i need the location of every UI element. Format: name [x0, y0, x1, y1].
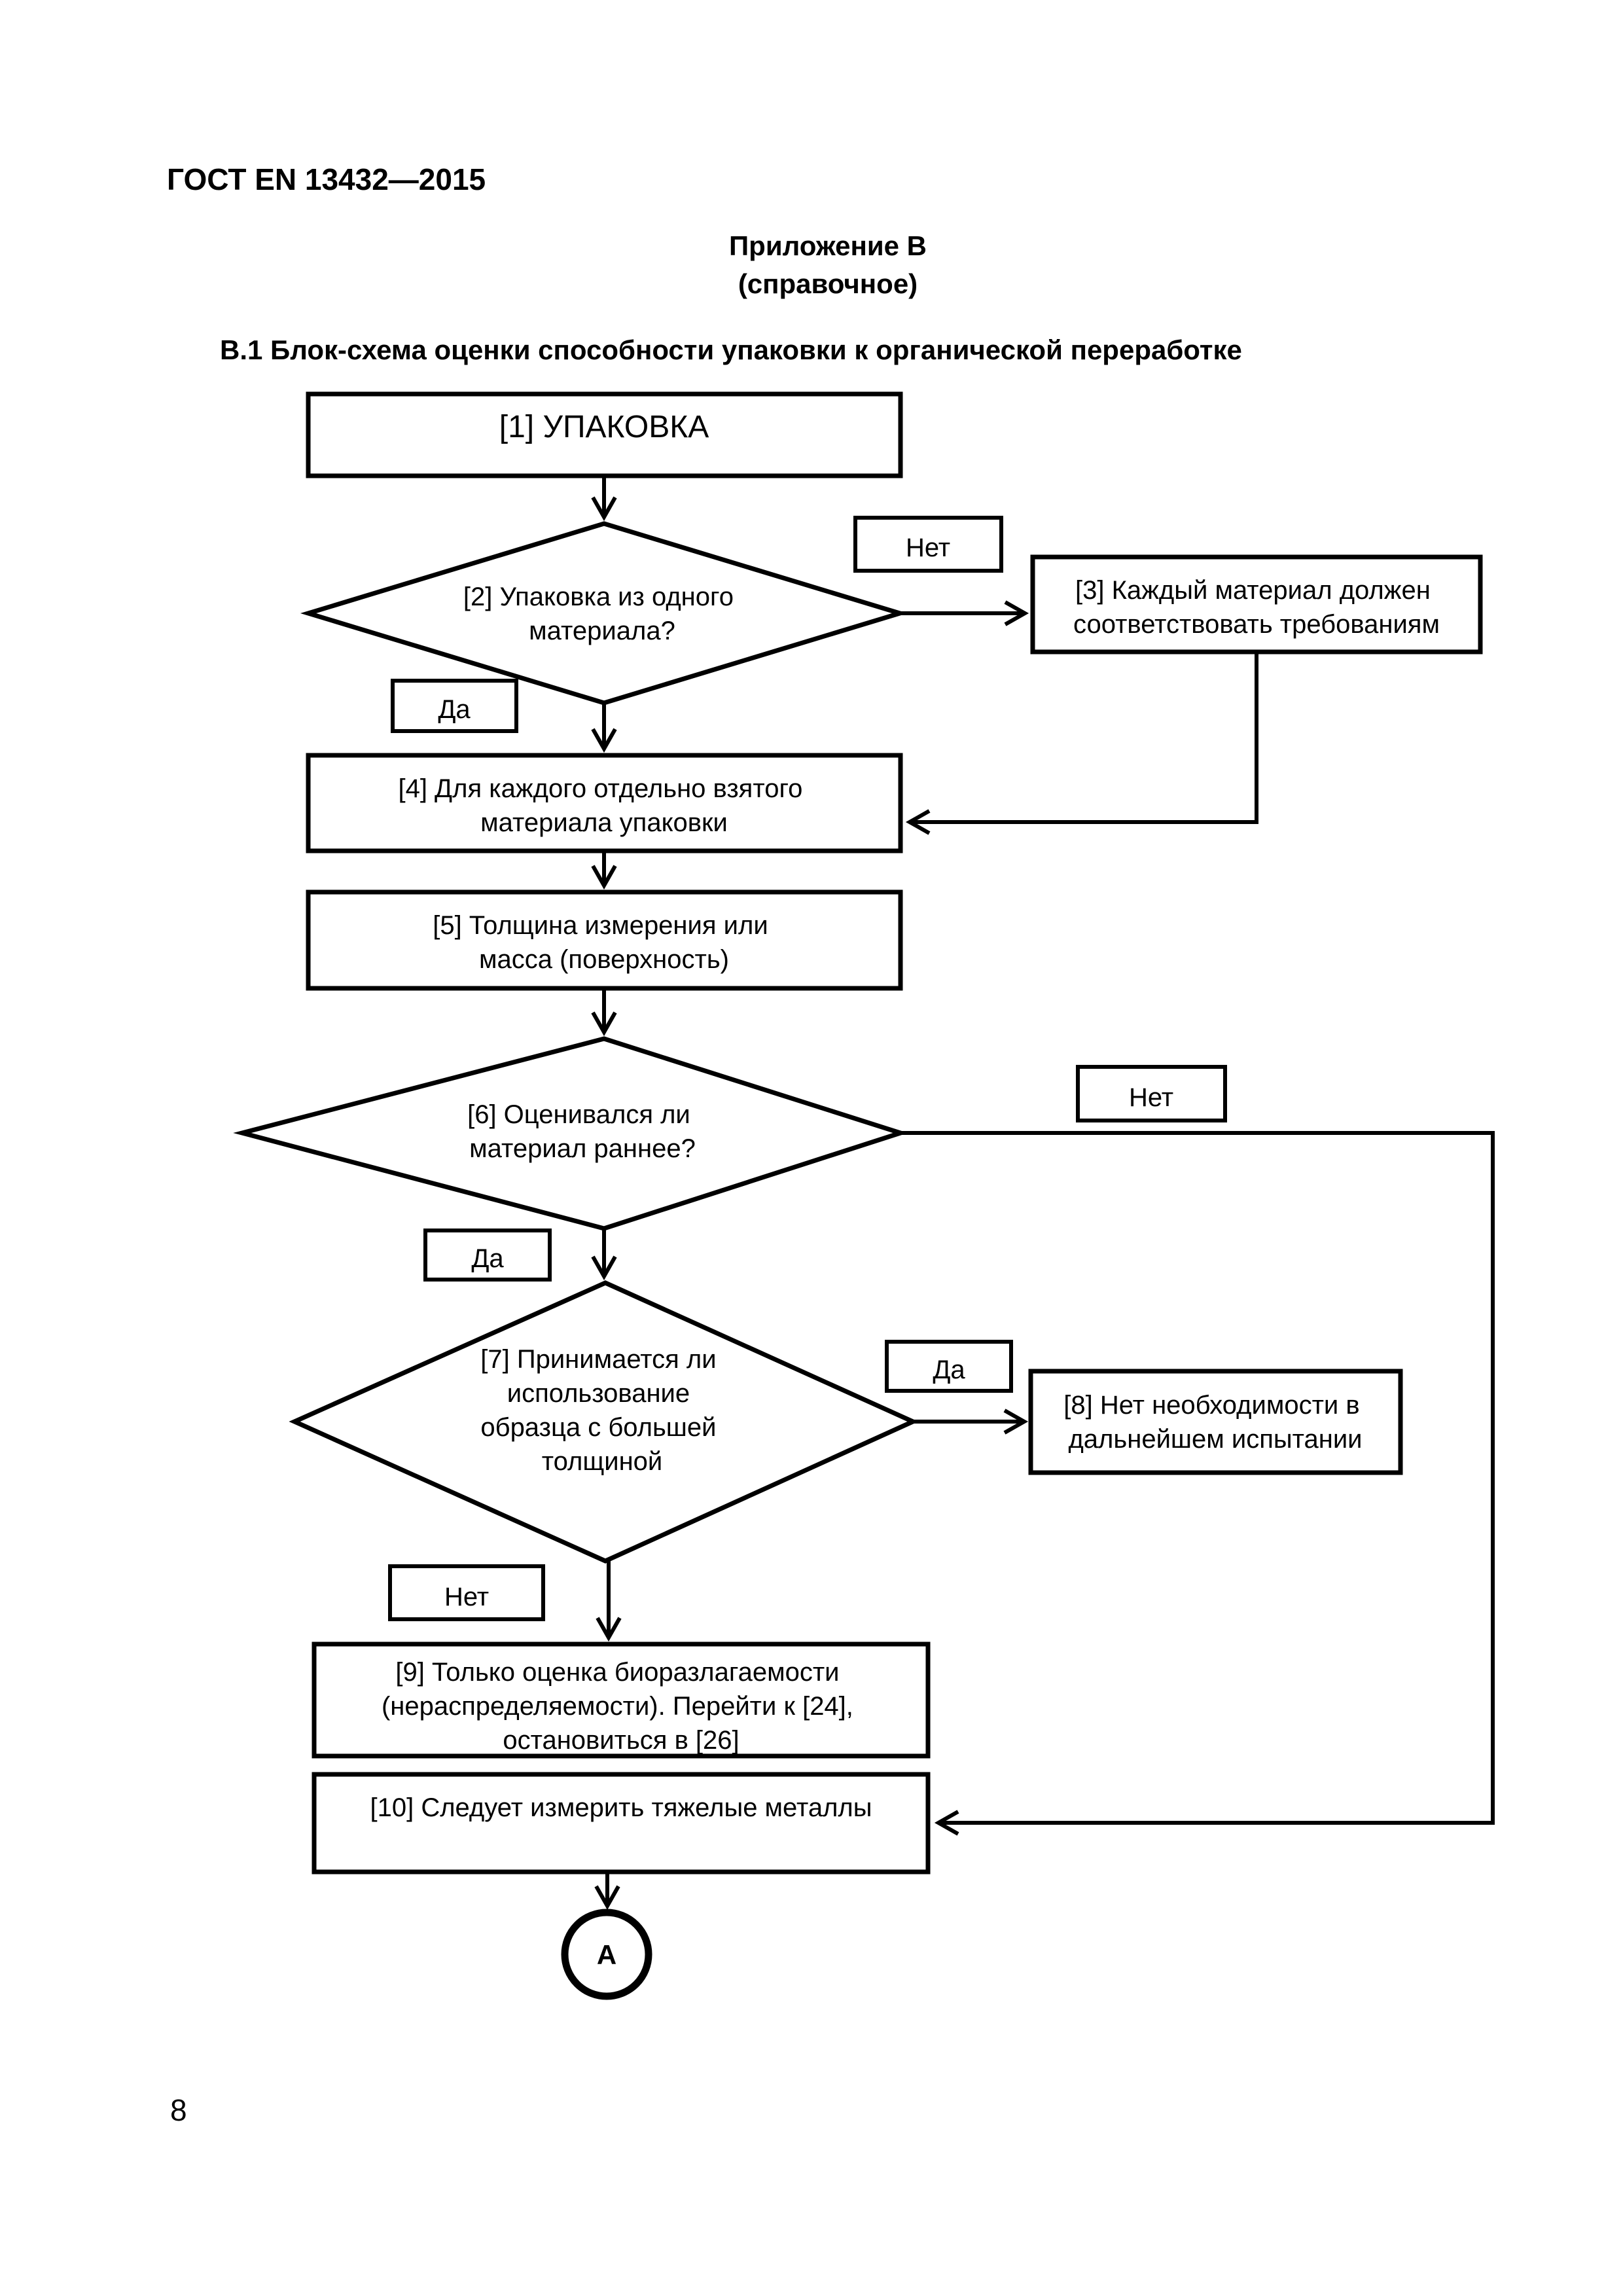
node-1-label: [1] УПАКОВКА [499, 410, 709, 444]
node-7-line-1: [7] Принимается ли [480, 1345, 716, 1374]
node-7-line-2: использование [507, 1379, 690, 1408]
branch-label-no-3-box [388, 1564, 545, 1621]
node-2-label: [2] Упаковка из одного материала? [463, 583, 741, 645]
branch-label-yes-2-box [423, 1229, 552, 1282]
node-4-line-2: материала упаковки [480, 808, 728, 837]
branch-label-no-2: Нет [1129, 1083, 1173, 1112]
branch-label-yes-1-box [391, 679, 518, 733]
node-6-line-1: [6] Оценивался ли [467, 1100, 690, 1129]
terminator-circle [561, 1909, 652, 2000]
node-8-box [1028, 1369, 1403, 1475]
node-6-line-2: материал раннее? [469, 1134, 696, 1163]
node-5-box [306, 889, 903, 991]
node-8-label: [8] Нет необходимости в дальнейшем испыт… [1063, 1391, 1367, 1454]
node-2-line-2: материала? [529, 617, 675, 645]
node-10-box [312, 1772, 931, 1874]
node-2-diamond [300, 521, 908, 706]
node-8-line-1: [8] Нет необходимости в [1063, 1391, 1359, 1420]
node-5-line-1: [5] Толщина измерения или [433, 911, 768, 940]
node-7-label: [7] Принимается ли использование образца… [480, 1345, 723, 1476]
node-6-label: [6] Оценивался ли материал раннее? [467, 1100, 698, 1163]
node-3-line-1: [3] Каждый материал должен [1075, 576, 1431, 605]
node-7-diamond [289, 1280, 919, 1564]
connector-node3-to-node4 [905, 652, 1258, 835]
node-9-line-3: остановиться в [26] [503, 1726, 739, 1755]
branch-label-yes-3: Да [933, 1355, 965, 1384]
node-5-label: [5] Толщина измерения или масса (поверхн… [433, 911, 776, 974]
node-4-box [306, 753, 903, 853]
node-3-label: [3] Каждый материал должен соответствова… [1073, 576, 1440, 639]
section-heading: В.1 Блок-схема оценки способности упаков… [220, 334, 1242, 365]
node-9-line-1: [9] Только оценка биоразлагаемости [395, 1658, 839, 1687]
node-8-line-2: дальнейшем испытании [1068, 1425, 1362, 1454]
node-3-box [1030, 554, 1483, 655]
node-9-box [312, 1641, 931, 1759]
terminator-label: А [597, 1939, 616, 1970]
branch-label-no-3: Нет [444, 1583, 489, 1611]
node-9-line-2: (нераспределяемости). Перейти к [24], [382, 1692, 853, 1721]
node-7-line-3: образца с большей [480, 1413, 716, 1442]
node-9-label: [9] Только оценка биоразлагаемости (нера… [382, 1658, 861, 1755]
page-number: 8 [170, 2093, 187, 2127]
node-4-line-1: [4] Для каждого отдельно взятого [398, 774, 802, 803]
branch-label-no-1-box [853, 516, 1003, 573]
node-2-line-1: [2] Упаковка из одного [463, 583, 734, 611]
node-1-box [306, 391, 903, 478]
branch-label-yes-2: Да [471, 1244, 504, 1273]
node-4-label: [4] Для каждого отдельно взятого материа… [398, 774, 810, 837]
appendix-subtitle: (справочное) [738, 268, 918, 299]
node-7-line-4: толщиной [542, 1447, 663, 1476]
branch-label-yes-3-box [885, 1340, 1013, 1393]
appendix-title: Приложение В [729, 230, 927, 261]
node-10-label: [10] Следует измерить тяжелые металлы [370, 1793, 872, 1822]
branch-label-yes-1: Да [438, 695, 471, 724]
node-6-diamond [233, 1036, 908, 1231]
branch-label-no-1: Нет [906, 533, 950, 562]
branch-label-no-2-box [1076, 1065, 1227, 1122]
connector-node6-no-to-node10 [901, 1131, 1495, 1836]
node-5-line-2: масса (поверхность) [479, 945, 729, 974]
node-3-line-2: соответствовать требованиям [1073, 610, 1440, 639]
document-header: ГОСТ EN 13432—2015 [167, 162, 486, 196]
